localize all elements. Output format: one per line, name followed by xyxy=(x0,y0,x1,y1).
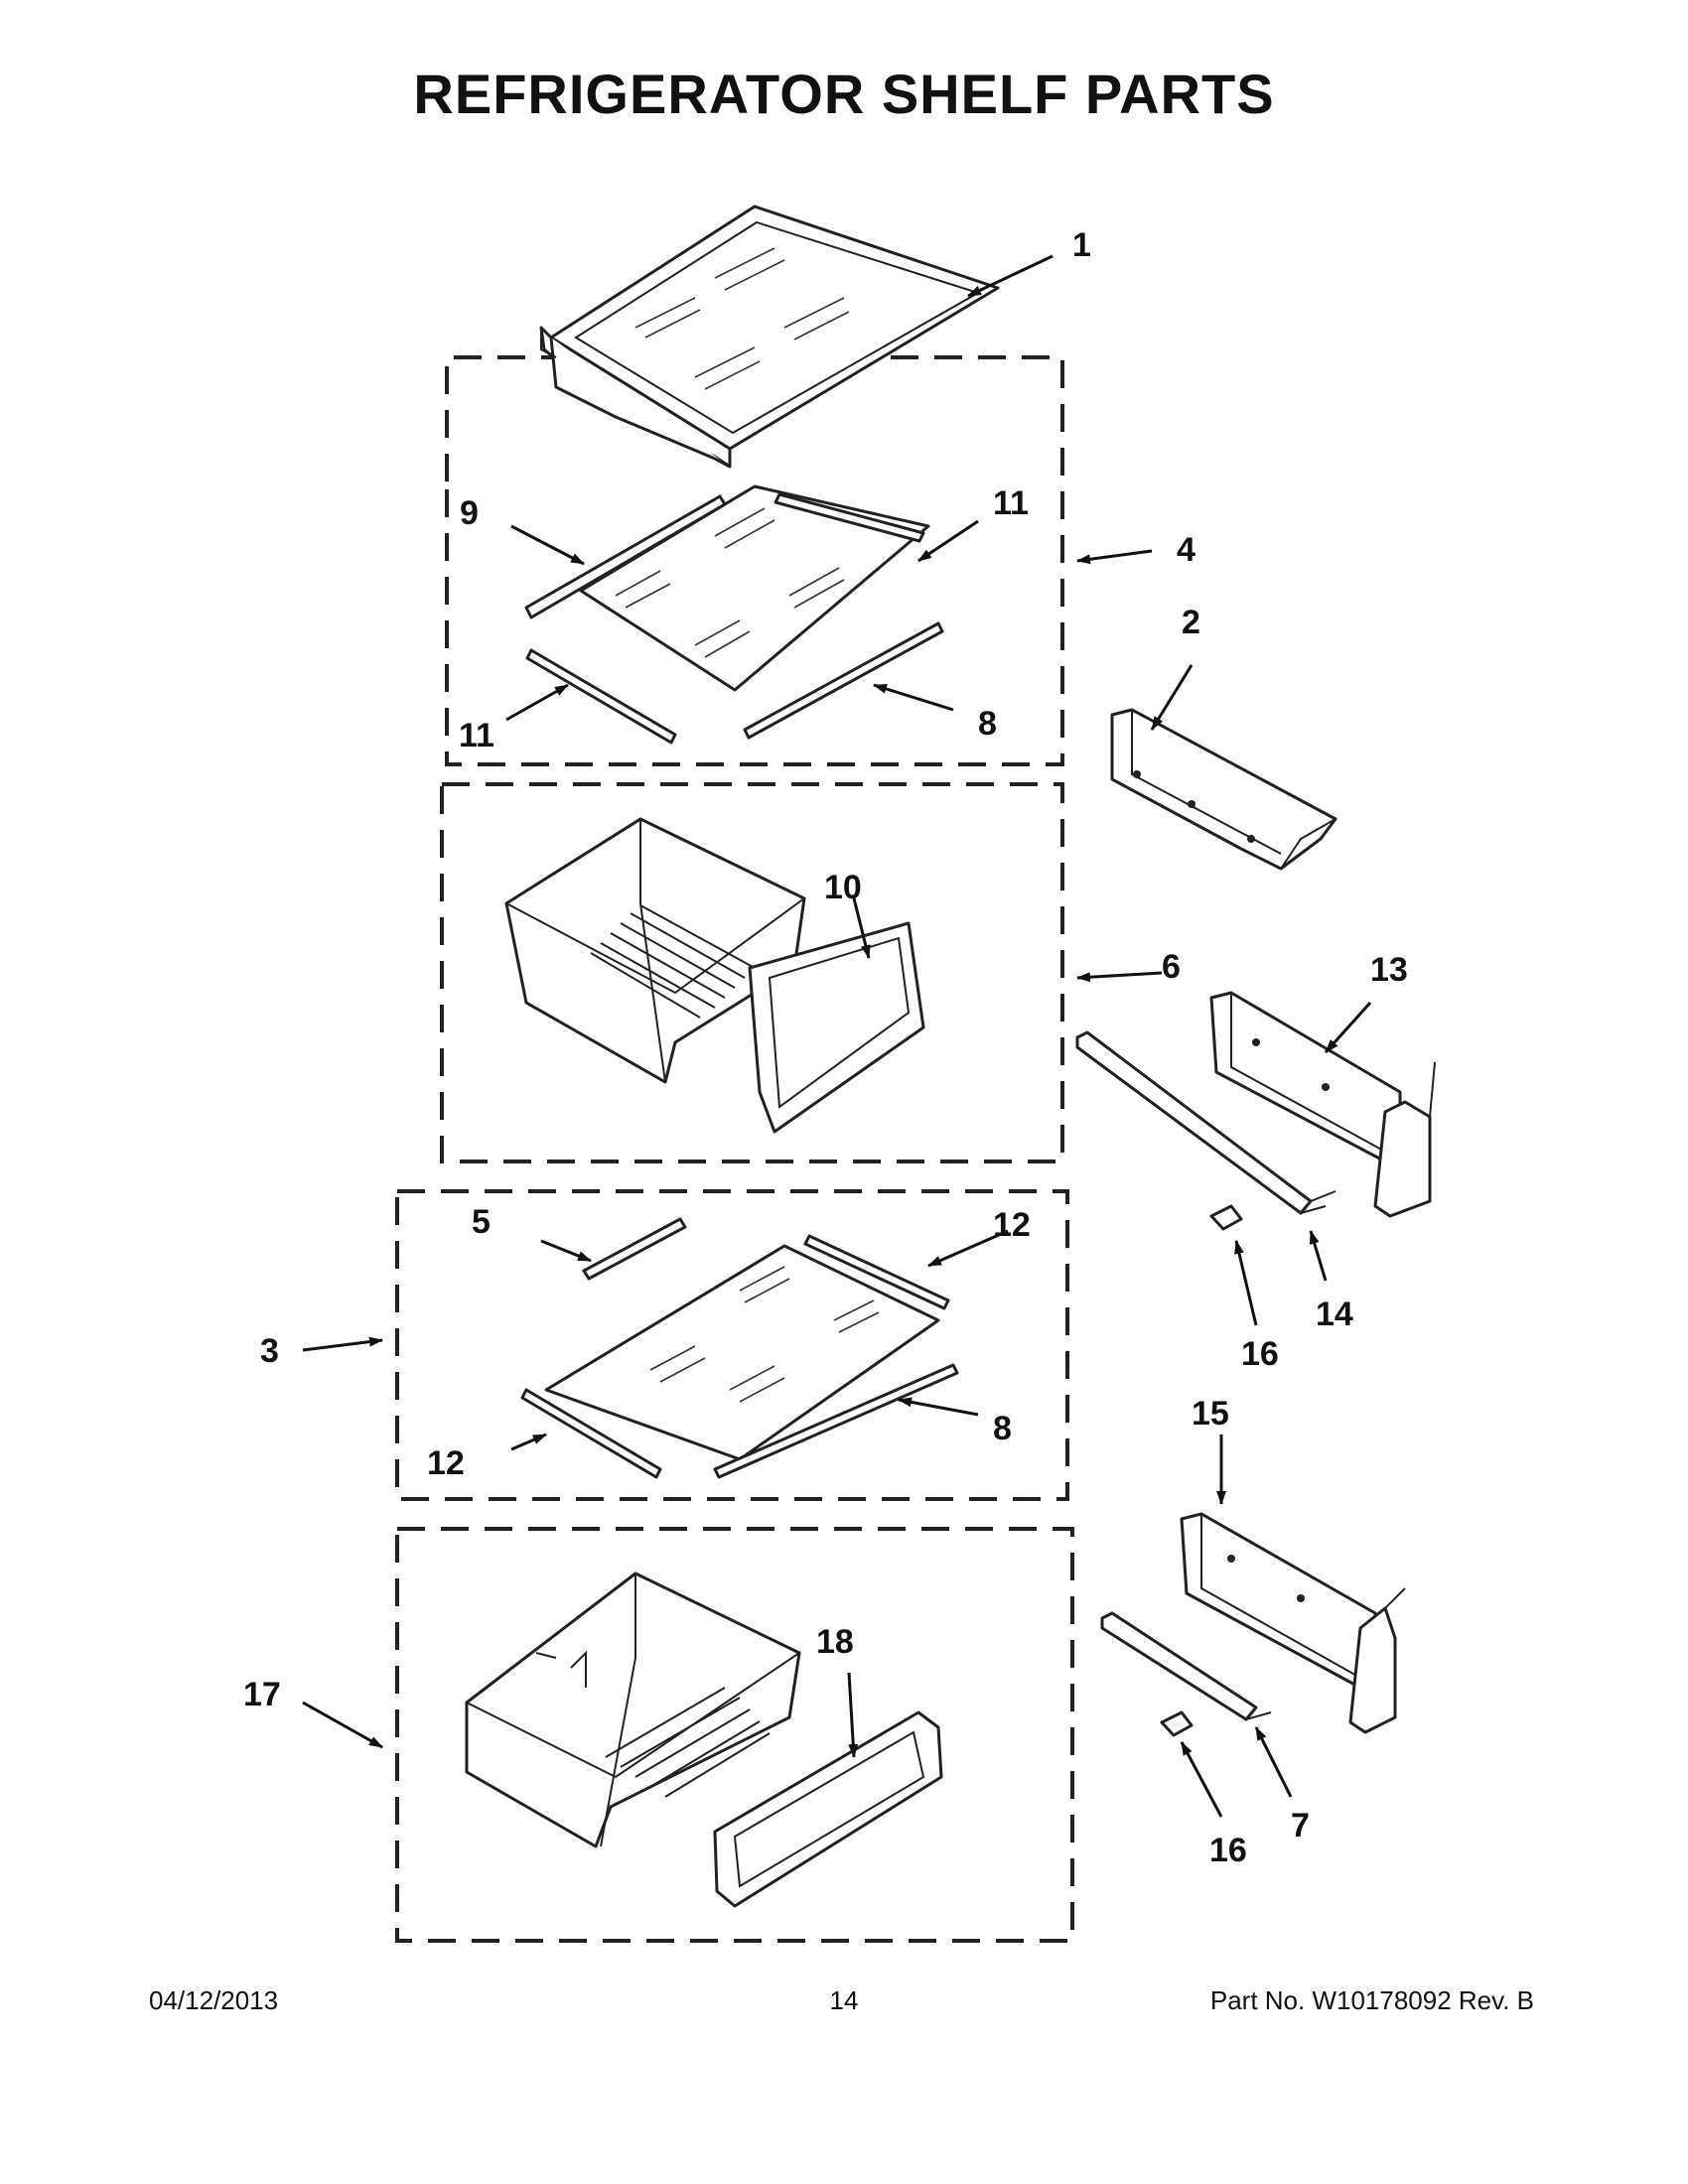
glass-shelf-assembly-4 xyxy=(524,484,944,745)
crisper-drawer-assembly-6 xyxy=(504,817,925,1134)
trim-8-lower xyxy=(713,1363,959,1479)
front-trim-9 xyxy=(524,494,727,619)
footer-date: 04/12/2013 xyxy=(149,1985,279,2015)
callout-12-upper: 12 xyxy=(993,1206,1031,1244)
callout-6: 6 xyxy=(1162,948,1181,986)
callout-12-lower: 12 xyxy=(427,1444,465,1482)
callout-8-lower: 8 xyxy=(993,1410,1012,1447)
callout-18: 18 xyxy=(816,1623,854,1661)
top-shelf-assembly xyxy=(539,205,1000,469)
callout-10: 10 xyxy=(824,869,862,906)
callout-4: 4 xyxy=(1177,531,1196,569)
side-trim-11-right xyxy=(774,492,925,543)
callout-8-upper: 8 xyxy=(978,705,997,743)
trim-12-right xyxy=(803,1234,950,1310)
callout-15: 15 xyxy=(1192,1395,1229,1433)
glass-shelf-assembly-3 xyxy=(520,1217,959,1479)
callout-5: 5 xyxy=(472,1203,491,1241)
lower-drawer-assembly-17 xyxy=(465,1571,943,1908)
assembly-box-3 xyxy=(395,1189,1069,1501)
page-title: REFRIGERATOR SHELF PARTS xyxy=(413,63,1275,125)
callout-3: 3 xyxy=(260,1332,279,1370)
callout-7: 7 xyxy=(1291,1807,1310,1844)
assembly-box-17 xyxy=(395,1527,1074,1943)
slide-rail-assembly-lower xyxy=(1100,1512,1406,1737)
callout-16-lower: 16 xyxy=(1209,1832,1247,1869)
callout-17: 17 xyxy=(243,1676,281,1713)
assembly-box-6 xyxy=(440,782,1064,1163)
trim-12-left xyxy=(520,1388,662,1479)
callout-9: 9 xyxy=(460,494,479,532)
shelf-bracket-2 xyxy=(1110,708,1337,871)
callout-1: 1 xyxy=(1072,226,1091,264)
trim-5 xyxy=(582,1217,687,1281)
callout-11-upper: 11 xyxy=(993,484,1029,522)
screw-16-lower xyxy=(1160,1710,1194,1737)
callout-13: 13 xyxy=(1370,951,1408,989)
screw-16-upper xyxy=(1209,1204,1243,1231)
assembly-box-4 xyxy=(445,355,1064,766)
leader-lines xyxy=(302,254,1372,1818)
footer-part-number: Part No. W10178092 Rev. B xyxy=(1209,1985,1534,2015)
slide-rail-assembly-upper xyxy=(1075,991,1436,1231)
callout-14: 14 xyxy=(1316,1296,1353,1333)
callout-11-lower: 11 xyxy=(459,717,494,754)
callout-16-upper: 16 xyxy=(1241,1335,1279,1373)
callout-2: 2 xyxy=(1182,604,1200,641)
side-trim-11-left xyxy=(525,648,677,745)
footer-page-number: 14 xyxy=(829,1985,859,2015)
rear-trim-8 xyxy=(743,621,944,740)
